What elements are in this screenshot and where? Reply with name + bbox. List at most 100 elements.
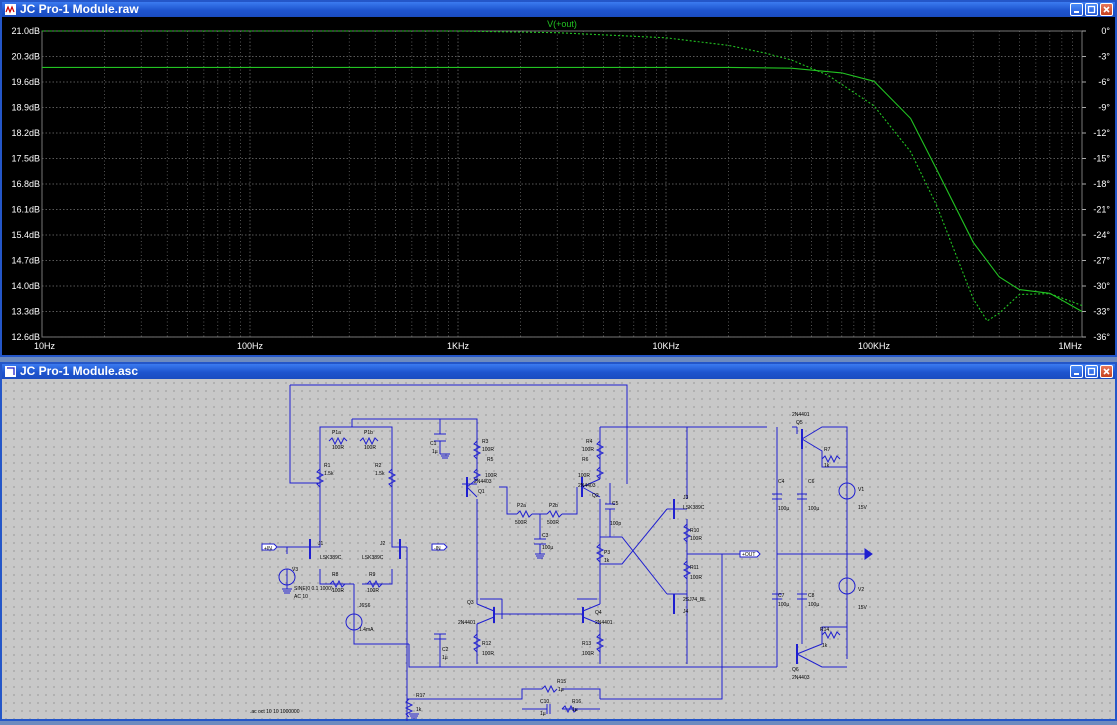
label-r1[interactable]: R1 (324, 463, 331, 469)
label-p2b[interactable]: P2b (549, 503, 558, 509)
label-r6[interactable]: R6 (582, 457, 589, 463)
label-r13[interactable]: R13 (582, 641, 591, 647)
label-q2[interactable]: Q2 (592, 493, 599, 499)
label-r7-value[interactable]: 1k (824, 463, 830, 469)
label-r8-value[interactable]: 100R (332, 588, 344, 594)
label-q6[interactable]: Q6 (792, 667, 799, 673)
label-c5[interactable]: C5 (612, 501, 619, 507)
label-q4-type[interactable]: 2N4401 (595, 620, 613, 626)
label-c6[interactable]: C6 (808, 479, 815, 485)
label-q5-type[interactable]: 2N4401 (792, 412, 810, 418)
label-c2-value[interactable]: 1µ (442, 655, 448, 661)
label-q1-type[interactable]: 2N4403 (474, 479, 492, 485)
label-c6-value[interactable]: 100µ (808, 506, 819, 512)
label-r6-value[interactable]: 100R (578, 473, 590, 479)
label-v3[interactable]: V3 (292, 567, 298, 573)
label-r12[interactable]: R12 (482, 641, 491, 647)
schematic-window-titlebar[interactable]: JC Pro-1 Module.asc (2, 364, 1115, 379)
close-button[interactable] (1100, 365, 1113, 378)
label-c2[interactable]: C2 (442, 647, 449, 653)
label-current-source[interactable]: J6S6 (359, 603, 371, 609)
label-q4[interactable]: Q4 (595, 610, 602, 616)
label-r3[interactable]: R3 (482, 439, 489, 445)
label-v2[interactable]: V2 (858, 587, 864, 593)
label-r13-value[interactable]: 100R (582, 651, 594, 657)
label-r5[interactable]: R5 (487, 457, 494, 463)
label-c8-value[interactable]: 100µ (808, 602, 819, 608)
label-q2-type[interactable]: 2N4403 (578, 483, 596, 489)
label-r2-value[interactable]: 1.5k (375, 471, 385, 477)
minimize-button[interactable] (1070, 365, 1083, 378)
label-r2[interactable]: R2 (375, 463, 382, 469)
label-c4[interactable]: C4 (778, 479, 785, 485)
label-p3-value[interactable]: 1k (604, 558, 610, 564)
maximize-button[interactable] (1085, 3, 1098, 16)
label-v3-ac[interactable]: AC 10 (294, 594, 308, 600)
label-j4[interactable]: J4 (683, 609, 689, 615)
label-r7[interactable]: R7 (824, 447, 831, 453)
schematic-canvas[interactable]: P1a 100R P1b 100R R1 1.5k R2 1.5k C1 1µ … (2, 379, 1115, 724)
label-in-neg[interactable]: -IN (434, 546, 441, 552)
label-v3-source[interactable]: SINE(0 0.1 1000) (294, 586, 333, 592)
label-r15-value[interactable]: 1µ (558, 687, 564, 693)
label-q5[interactable]: Q5 (796, 420, 803, 426)
label-c1-value[interactable]: 1µ (432, 449, 438, 455)
label-q3[interactable]: Q3 (467, 600, 474, 606)
plot-window-titlebar[interactable]: JC Pro-1 Module.raw (2, 2, 1115, 17)
label-r14-value[interactable]: 1k (822, 643, 828, 649)
label-v1-value[interactable]: 15V (858, 505, 868, 511)
label-r17-value[interactable]: 1k (416, 707, 422, 713)
label-r4[interactable]: R4 (586, 439, 593, 445)
label-j3-type[interactable]: LSK389C (683, 505, 705, 511)
label-v1[interactable]: V1 (858, 487, 864, 493)
label-q6-type[interactable]: 2N4403 (792, 675, 810, 681)
spice-directive[interactable]: .ac oct 10 10 1000000 (250, 709, 300, 715)
label-out[interactable]: +OUT (742, 552, 755, 558)
label-r17[interactable]: R17 (416, 693, 425, 699)
label-c10-value[interactable]: 1µ (540, 711, 546, 717)
label-r10[interactable]: R10 (690, 528, 699, 534)
label-r9[interactable]: R9 (369, 572, 376, 578)
label-r14[interactable]: R14 (820, 627, 829, 633)
label-r10-value[interactable]: 100R (690, 536, 702, 542)
label-j3[interactable]: J3 (683, 495, 689, 501)
label-c3-value[interactable]: 100µ (542, 545, 553, 551)
trace-label[interactable]: V(+out) (547, 19, 577, 29)
label-p1b[interactable]: P1b (364, 430, 373, 436)
label-p2b-value[interactable]: 500R (547, 520, 559, 526)
label-j2[interactable]: J2 (380, 541, 386, 547)
label-r9-value[interactable]: 100R (367, 588, 379, 594)
label-p1a-value[interactable]: 100R (332, 445, 344, 451)
label-r3-value[interactable]: 100R (482, 447, 494, 453)
label-q3-type[interactable]: 2N4401 (458, 620, 476, 626)
label-v2-value[interactable]: 15V (858, 605, 868, 611)
label-p1a[interactable]: P1a (332, 430, 341, 436)
label-r4-value[interactable]: 100R (582, 447, 594, 453)
label-r5-value[interactable]: 100R (485, 473, 497, 479)
label-c7[interactable]: C7 (778, 593, 785, 599)
label-j2-type[interactable]: LSK389C (362, 555, 384, 561)
label-r1-value[interactable]: 1.5k (324, 471, 334, 477)
label-r16-value[interactable]: 1µ (572, 707, 578, 713)
label-j1[interactable]: J1 (318, 541, 324, 547)
label-c1[interactable]: C1 (430, 441, 437, 447)
label-p2a[interactable]: P2a (517, 503, 526, 509)
close-button[interactable] (1100, 3, 1113, 16)
label-j4-type[interactable]: 2SJ74_BL (683, 597, 706, 603)
maximize-button[interactable] (1085, 365, 1098, 378)
label-c4-value[interactable]: 100µ (778, 506, 789, 512)
label-r16[interactable]: R16 (572, 699, 581, 705)
label-q1[interactable]: Q1 (478, 489, 485, 495)
label-p1b-value[interactable]: 100R (364, 445, 376, 451)
label-in-pos[interactable]: +IN (264, 546, 272, 552)
label-r8[interactable]: R8 (332, 572, 339, 578)
minimize-button[interactable] (1070, 3, 1083, 16)
label-c8[interactable]: C8 (808, 593, 815, 599)
label-r11[interactable]: R11 (690, 565, 699, 571)
label-r15[interactable]: R15 (557, 679, 566, 685)
label-r11-value[interactable]: 100R (690, 575, 702, 581)
label-current-value[interactable]: 1.4mA (359, 627, 374, 633)
label-p3[interactable]: P3 (604, 550, 610, 556)
label-c7-value[interactable]: 100µ (778, 602, 789, 608)
